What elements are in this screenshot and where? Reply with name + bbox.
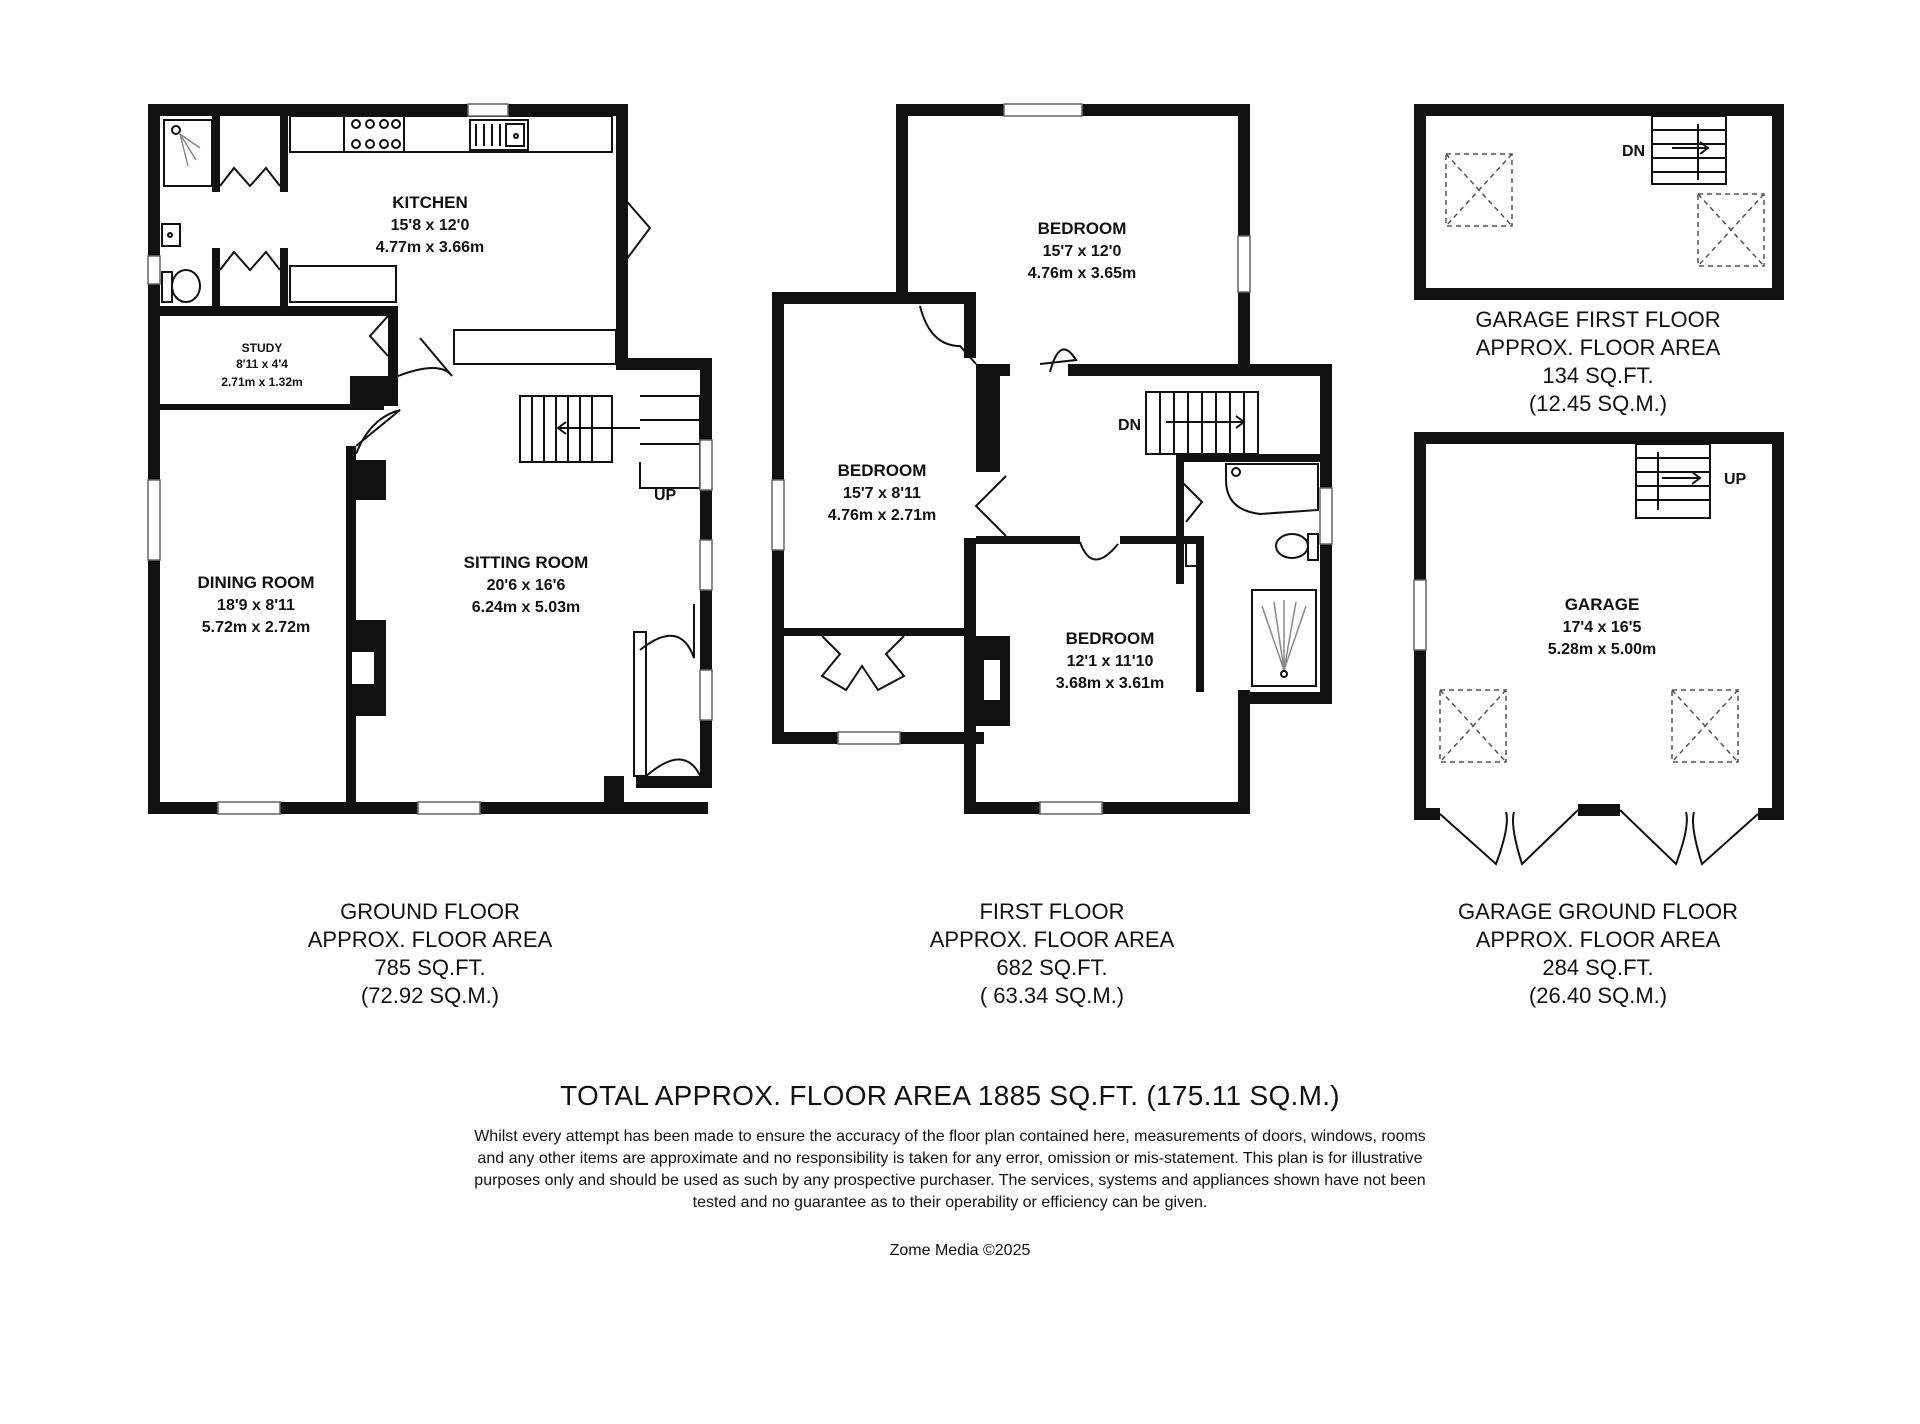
basin-icon	[1185, 539, 1201, 567]
ground-floor-staircase	[519, 395, 701, 489]
bath-icon	[1225, 463, 1319, 516]
bedroom-top-imperial: 15'7 x 12'0	[1043, 243, 1122, 260]
copyright-text: Zome Media ©2025	[889, 1242, 1031, 1259]
first-floor-staircase	[1145, 391, 1259, 455]
garage-ground-floor-area-label: APPROX. FLOOR AREA	[1475, 927, 1721, 952]
disclaimer-text: Whilst every attempt has been made to en…	[474, 1128, 1426, 1211]
sitting-room-metric: 6.24m x 5.03m	[472, 599, 581, 616]
hob-icon	[343, 115, 405, 153]
ground-floor-area: GROUND FLOOR APPROX. FLOOR AREA 785 SQ.F…	[230, 898, 630, 1010]
stairs-up-label: UP	[654, 487, 677, 504]
garage-first-floor-plan: DN	[1414, 104, 1784, 300]
ground-floor-sqm: (72.92 SQ.M.)	[360, 983, 500, 1008]
skylight-icon	[1439, 689, 1507, 763]
dining-room-imperial: 18'9 x 8'11	[217, 597, 295, 614]
bedroom-bottom-metric: 3.68m x 3.61m	[1056, 675, 1165, 692]
kitchen-metric: 4.77m x 3.66m	[376, 239, 485, 256]
garage-first-floor-sqft: 134 SQ.FT.	[1542, 363, 1654, 388]
first-floor-plan: DN BEDROOM 15'7 x 12'0 4.76m x 3.65m BED…	[771, 103, 1333, 815]
study-metric: 2.71m x 1.32m	[221, 375, 302, 389]
garage-ground-floor-sqft: 284 SQ.FT.	[1542, 955, 1654, 980]
kitchen-name: KITCHEN	[392, 193, 468, 212]
garage-name: GARAGE	[1565, 595, 1640, 614]
bedroom-bottom-name: BEDROOM	[1066, 629, 1155, 648]
skylight-icon	[1671, 689, 1739, 763]
bedroom-left-name: BEDROOM	[838, 461, 927, 480]
shower-icon	[1251, 589, 1317, 687]
skylight-icon	[1445, 153, 1513, 227]
garage-ground-floor-sqm: (26.40 SQ.M.)	[1528, 983, 1668, 1008]
garage-ground-floor-plan: UP GARAGE 17'4 x 16'5 5.28m x 5.00m	[1413, 432, 1784, 866]
first-floor-area-label: APPROX. FLOOR AREA	[929, 927, 1175, 952]
bedroom-top-name: BEDROOM	[1038, 219, 1127, 238]
garage-first-floor-staircase	[1651, 115, 1727, 185]
sitting-room-imperial: 20'6 x 16'6	[487, 577, 566, 594]
ground-floor-plan: UP KITCHEN 15'8 x 12'0 4.77m x 3.66m STU…	[147, 103, 713, 815]
first-floor-area: FIRST FLOOR APPROX. FLOOR AREA 682 SQ.FT…	[852, 898, 1252, 1010]
first-floor-sqft: 682 SQ.FT.	[996, 955, 1108, 980]
bedroom-left-imperial: 15'7 x 8'11	[843, 485, 921, 502]
toilet-icon	[1275, 533, 1319, 561]
first-floor-title: FIRST FLOOR	[979, 899, 1125, 924]
first-floor-sqm: ( 63.34 SQ.M.)	[979, 983, 1125, 1008]
study-name: STUDY	[242, 341, 283, 355]
stairs-down-label: DN	[1118, 417, 1141, 434]
garage-ground-floor-title: GARAGE GROUND FLOOR	[1458, 899, 1738, 924]
study-imperial: 8'11 x 4'4	[236, 357, 288, 371]
bedroom-top-metric: 4.76m x 3.65m	[1028, 265, 1137, 282]
total-floor-area: TOTAL APPROX. FLOOR AREA 1885 SQ.FT. (17…	[560, 1080, 1340, 1111]
bedroom-left-metric: 4.76m x 2.71m	[828, 507, 937, 524]
sitting-room-name: SITTING ROOM	[464, 553, 589, 572]
bedroom-bottom-imperial: 12'1 x 11'10	[1067, 653, 1154, 670]
basin-icon	[161, 223, 181, 247]
sink-icon	[469, 119, 529, 151]
ground-floor-sqft: 785 SQ.FT.	[374, 955, 486, 980]
dining-room-name: DINING ROOM	[197, 573, 314, 592]
garage-ground-floor-area: GARAGE GROUND FLOOR APPROX. FLOOR AREA 2…	[1398, 898, 1798, 1010]
ground-floor-area-label: APPROX. FLOOR AREA	[307, 927, 553, 952]
kitchen-imperial: 15'8 x 12'0	[391, 217, 470, 234]
garage-first-floor-area-label: APPROX. FLOOR AREA	[1475, 335, 1721, 360]
shower-icon	[163, 119, 213, 187]
garage-first-floor-sqm: (12.45 SQ.M.)	[1528, 391, 1668, 416]
garage-stairs-down-label: DN	[1622, 143, 1645, 160]
garage-stairs-up-label: UP	[1724, 471, 1747, 488]
skylight-icon	[1697, 193, 1765, 267]
garage-imperial: 17'4 x 16'5	[1563, 619, 1642, 636]
toilet-icon	[161, 269, 201, 303]
garage-first-floor-area: GARAGE FIRST FLOOR APPROX. FLOOR AREA 13…	[1398, 306, 1798, 418]
garage-ground-floor-staircase	[1635, 443, 1711, 519]
garage-first-floor-title: GARAGE FIRST FLOOR	[1475, 307, 1721, 332]
dining-room-metric: 5.72m x 2.72m	[202, 619, 311, 636]
garage-metric: 5.28m x 5.00m	[1548, 641, 1657, 658]
ground-floor-title: GROUND FLOOR	[340, 899, 520, 924]
